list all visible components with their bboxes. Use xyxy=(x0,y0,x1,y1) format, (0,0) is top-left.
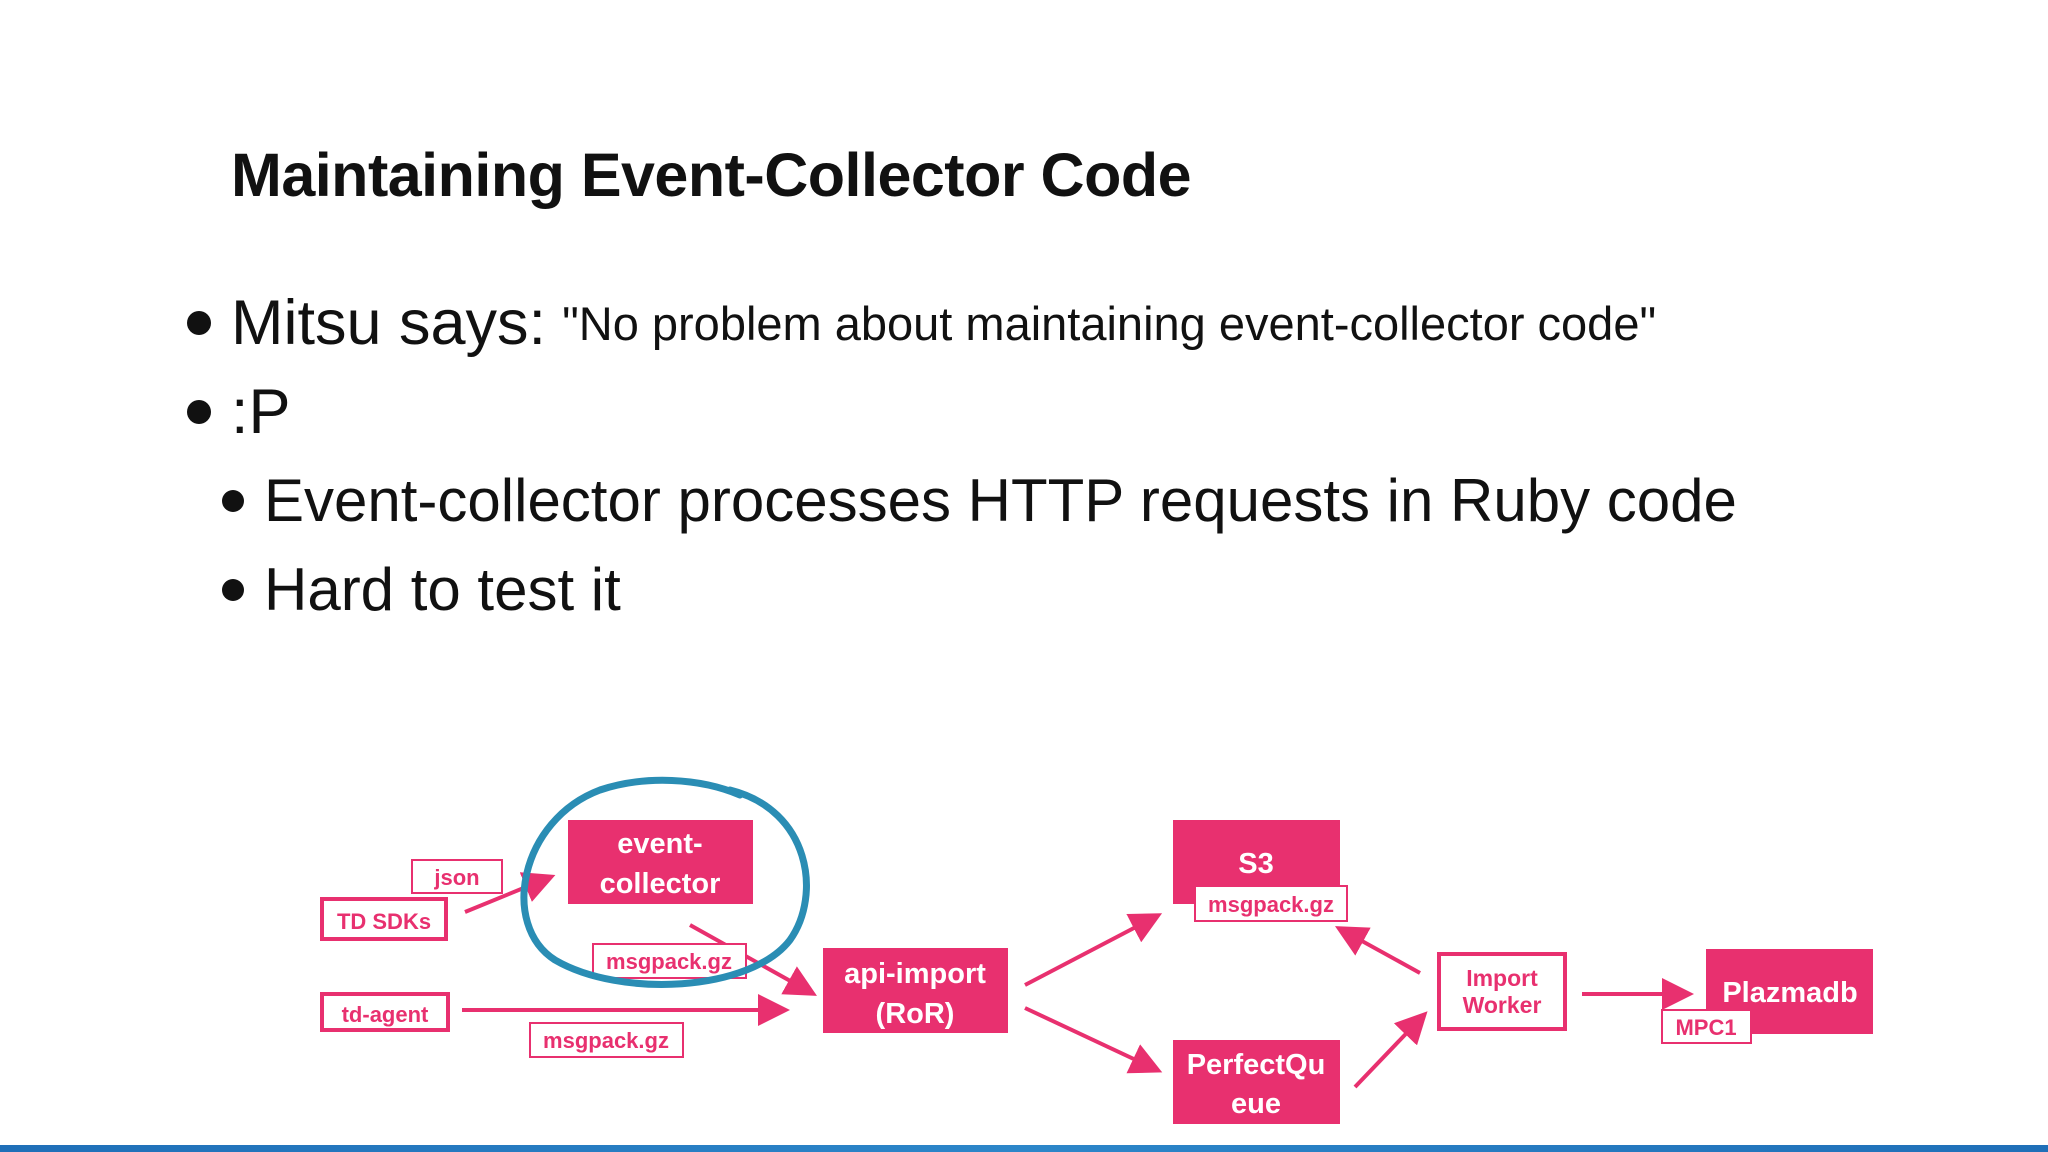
tag-msgpack-event-collector: msgpack.gz xyxy=(592,943,747,979)
bullet-dot xyxy=(222,578,244,601)
bullet-item: :P xyxy=(187,376,291,448)
node-label: Plazmadb xyxy=(1722,977,1857,1009)
source-label: TD SDKs xyxy=(337,909,431,934)
source-label: Worker xyxy=(1463,992,1542,1018)
import-worker-node: Import Worker xyxy=(1437,952,1567,1031)
td-agent-source: td-agent xyxy=(320,992,450,1032)
node-label: S3 xyxy=(1238,848,1273,880)
api-import-node: api-import (RoR) xyxy=(823,948,1008,1033)
node-label: event- xyxy=(617,828,702,860)
tag-msgpack-td-agent: msgpack.gz xyxy=(529,1022,684,1058)
node-label: PerfectQu xyxy=(1187,1049,1326,1081)
perfectqueue-node: PerfectQu eue xyxy=(1173,1040,1340,1124)
tag-json: json xyxy=(411,859,503,894)
slide-title: Maintaining Event-Collector Code xyxy=(231,141,1192,209)
tag-mpc1: MPC1 xyxy=(1661,1009,1752,1044)
td-sdks-source: TD SDKs xyxy=(320,897,448,941)
bullet-dot xyxy=(187,400,211,424)
sub-bullet-item: Hard to test it xyxy=(222,555,621,624)
arrow-api-import-to-perfectqueue xyxy=(1024,1006,1163,1074)
arrow-api-import-to-s3 xyxy=(1024,913,1163,987)
flow-arrows xyxy=(462,872,1694,1089)
sub-bullet-item: Event-collector processes HTTP requests … xyxy=(222,466,1737,535)
source-label: td-agent xyxy=(342,1002,429,1027)
arrow-sdks-to-event-collector xyxy=(464,872,556,914)
arrow-worker-to-s3 xyxy=(1334,926,1421,975)
tag-label: msgpack.gz xyxy=(606,949,732,974)
bullet-quote: "No problem about maintaining event-coll… xyxy=(562,296,1657,350)
tag-label: msgpack.gz xyxy=(1208,892,1334,917)
node-label: (RoR) xyxy=(876,998,955,1030)
bullet-item: Mitsu says: "No problem about maintaining… xyxy=(187,287,1656,359)
highlight-circle xyxy=(520,776,810,988)
node-label: collector xyxy=(600,868,721,900)
node-label: api-import xyxy=(844,958,986,990)
bottom-accent-bar xyxy=(0,1145,2048,1152)
sub-bullet-text: Event-collector processes HTTP requests … xyxy=(264,467,1737,534)
arrow-event-collector-to-api-import xyxy=(689,923,817,996)
bullet-dot xyxy=(222,489,244,512)
bullet-lead: :P xyxy=(231,377,291,447)
event-collector-node: event- collector xyxy=(568,820,753,904)
node-label: eue xyxy=(1231,1088,1281,1120)
tag-label: MPC1 xyxy=(1675,1015,1736,1040)
tag-msgpack-s3: msgpack.gz xyxy=(1194,885,1348,922)
arrow-perfectqueue-to-worker xyxy=(1353,1011,1428,1089)
bullet-lead: Mitsu says: xyxy=(231,288,547,358)
tag-label: msgpack.gz xyxy=(543,1028,669,1053)
bullet-dot xyxy=(187,311,211,335)
tag-label: json xyxy=(433,865,479,890)
source-label: Import xyxy=(1466,965,1538,991)
sub-bullet-text: Hard to test it xyxy=(264,556,621,623)
